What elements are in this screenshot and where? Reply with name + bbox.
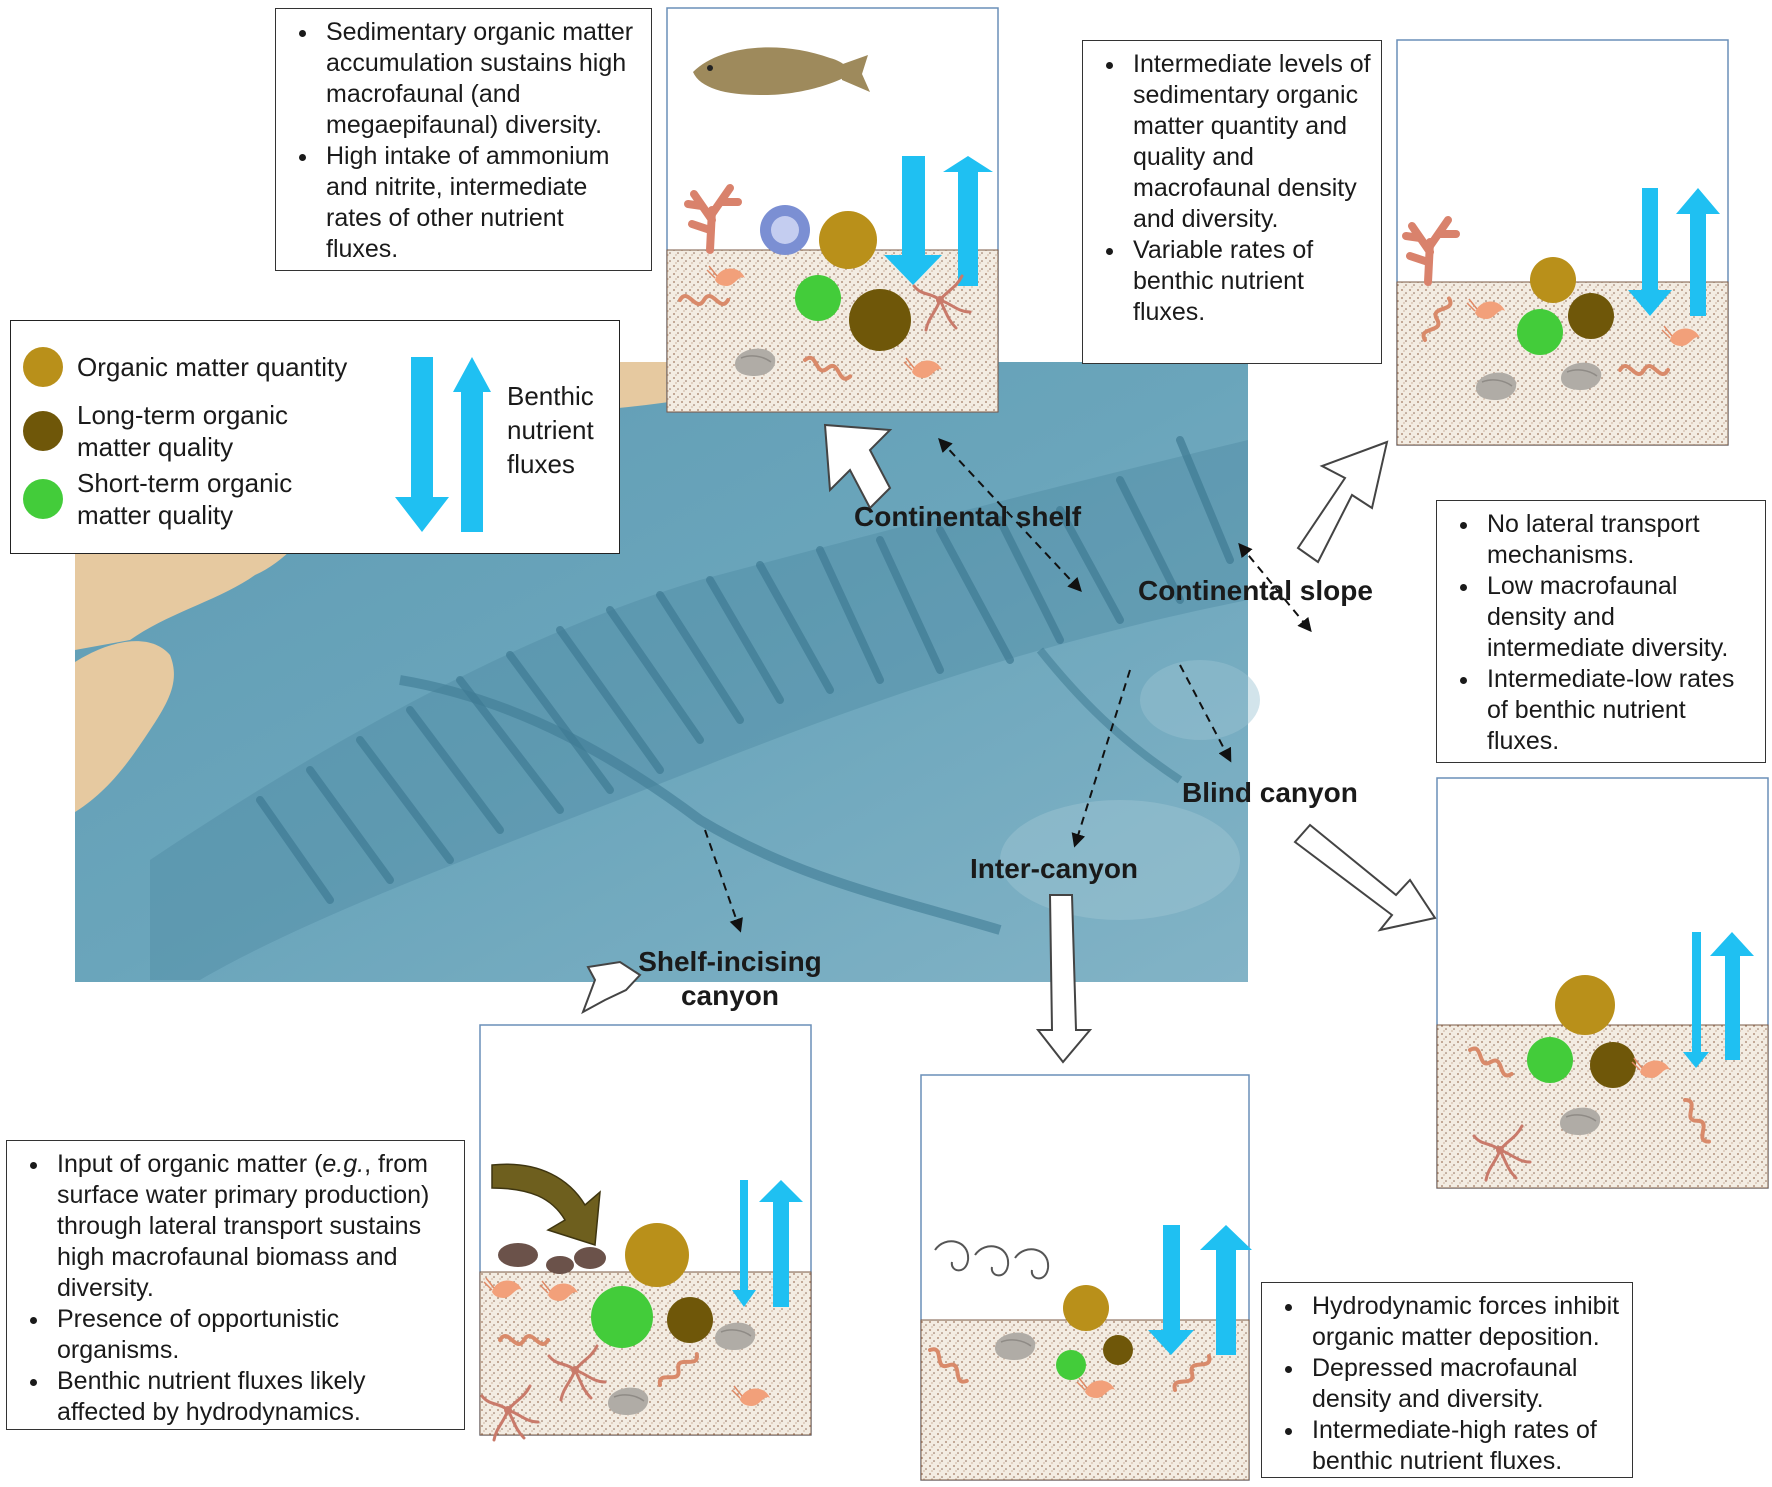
panel-shelf bbox=[666, 7, 999, 413]
inter-bullet-3: Intermediate-high rates of benthic nutri… bbox=[1306, 1415, 1622, 1477]
flux-legend-label: Benthic nutrient fluxes bbox=[507, 381, 594, 479]
label-shelf-incising-canyon: Shelf-incising canyon bbox=[638, 946, 822, 1011]
textbox-inter: Hydrodynamic forces inhibit organic matt… bbox=[1261, 1282, 1633, 1478]
textbox-shelf: Sedimentary organic matter accumulation … bbox=[275, 8, 652, 271]
panel-inter bbox=[920, 1074, 1252, 1481]
blind-bullet-2: Low macrofaunal density and intermediate… bbox=[1481, 571, 1755, 664]
blind-bullet-1: No lateral transport mechanisms. bbox=[1481, 509, 1755, 571]
label-continental-slope: Continental slope bbox=[1138, 575, 1373, 606]
shelf-bullet-1: Sedimentary organic matter accumulation … bbox=[320, 17, 641, 141]
inter-bullet-2: Depressed macrofaunal density and divers… bbox=[1306, 1353, 1622, 1415]
textbox-slope: Intermediate levels of sedimentary organ… bbox=[1082, 40, 1382, 364]
current-swirl-icon bbox=[934, 1240, 1050, 1280]
curved-arrow-icon bbox=[491, 1163, 601, 1246]
shelf-bullet-2: High intake of ammonium and nitrite, int… bbox=[320, 141, 641, 265]
longterm-legend-label: Long-term organic matter quality bbox=[77, 400, 288, 462]
label-inter-canyon: Inter-canyon bbox=[970, 853, 1139, 884]
panel-slope bbox=[1396, 39, 1729, 446]
quantity-legend-dot bbox=[23, 347, 63, 387]
quantity-dot bbox=[819, 211, 877, 269]
slope-bullet-2: Variable rates of benthic nutrient fluxe… bbox=[1127, 235, 1371, 328]
label-blind-canyon: Blind canyon bbox=[1182, 777, 1358, 808]
incising-bullet-2: Presence of opportunistic organisms. bbox=[51, 1304, 454, 1366]
legend: Organic matter quantity Long-term organi… bbox=[10, 320, 620, 554]
fish-icon bbox=[693, 47, 870, 96]
quantity-legend-label: Organic matter quantity bbox=[77, 352, 348, 382]
longterm-legend-dot bbox=[23, 411, 63, 451]
blind-bullet-3: Intermediate-low rates of benthic nutrie… bbox=[1481, 664, 1755, 757]
anemone-icon bbox=[760, 205, 810, 255]
dashed-arrows bbox=[704, 437, 1312, 933]
label-continental-shelf: Continental shelf bbox=[854, 501, 1082, 532]
flux-arrows-icon bbox=[395, 357, 491, 532]
panel-blind bbox=[1436, 777, 1769, 1189]
shortterm-dot bbox=[795, 275, 841, 321]
textbox-blind: No lateral transport mechanisms. Low mac… bbox=[1436, 500, 1766, 763]
inter-bullet-1: Hydrodynamic forces inhibit organic matt… bbox=[1306, 1291, 1622, 1353]
shortterm-legend-dot bbox=[23, 479, 63, 519]
incising-bullet-3: Benthic nutrient fluxes likely affected … bbox=[51, 1366, 454, 1428]
longterm-dot bbox=[849, 289, 911, 351]
shortterm-legend-label: Short-term organic matter quality bbox=[77, 468, 293, 530]
textbox-incising: Input of organic matter (e.g., from surf… bbox=[6, 1140, 465, 1430]
incising-bullet-1: Input of organic matter (e.g., from surf… bbox=[51, 1149, 454, 1304]
slope-bullet-1: Intermediate levels of sedimentary organ… bbox=[1127, 49, 1371, 235]
panel-incising bbox=[479, 1024, 812, 1442]
block-arrows bbox=[581, 423, 1437, 1064]
